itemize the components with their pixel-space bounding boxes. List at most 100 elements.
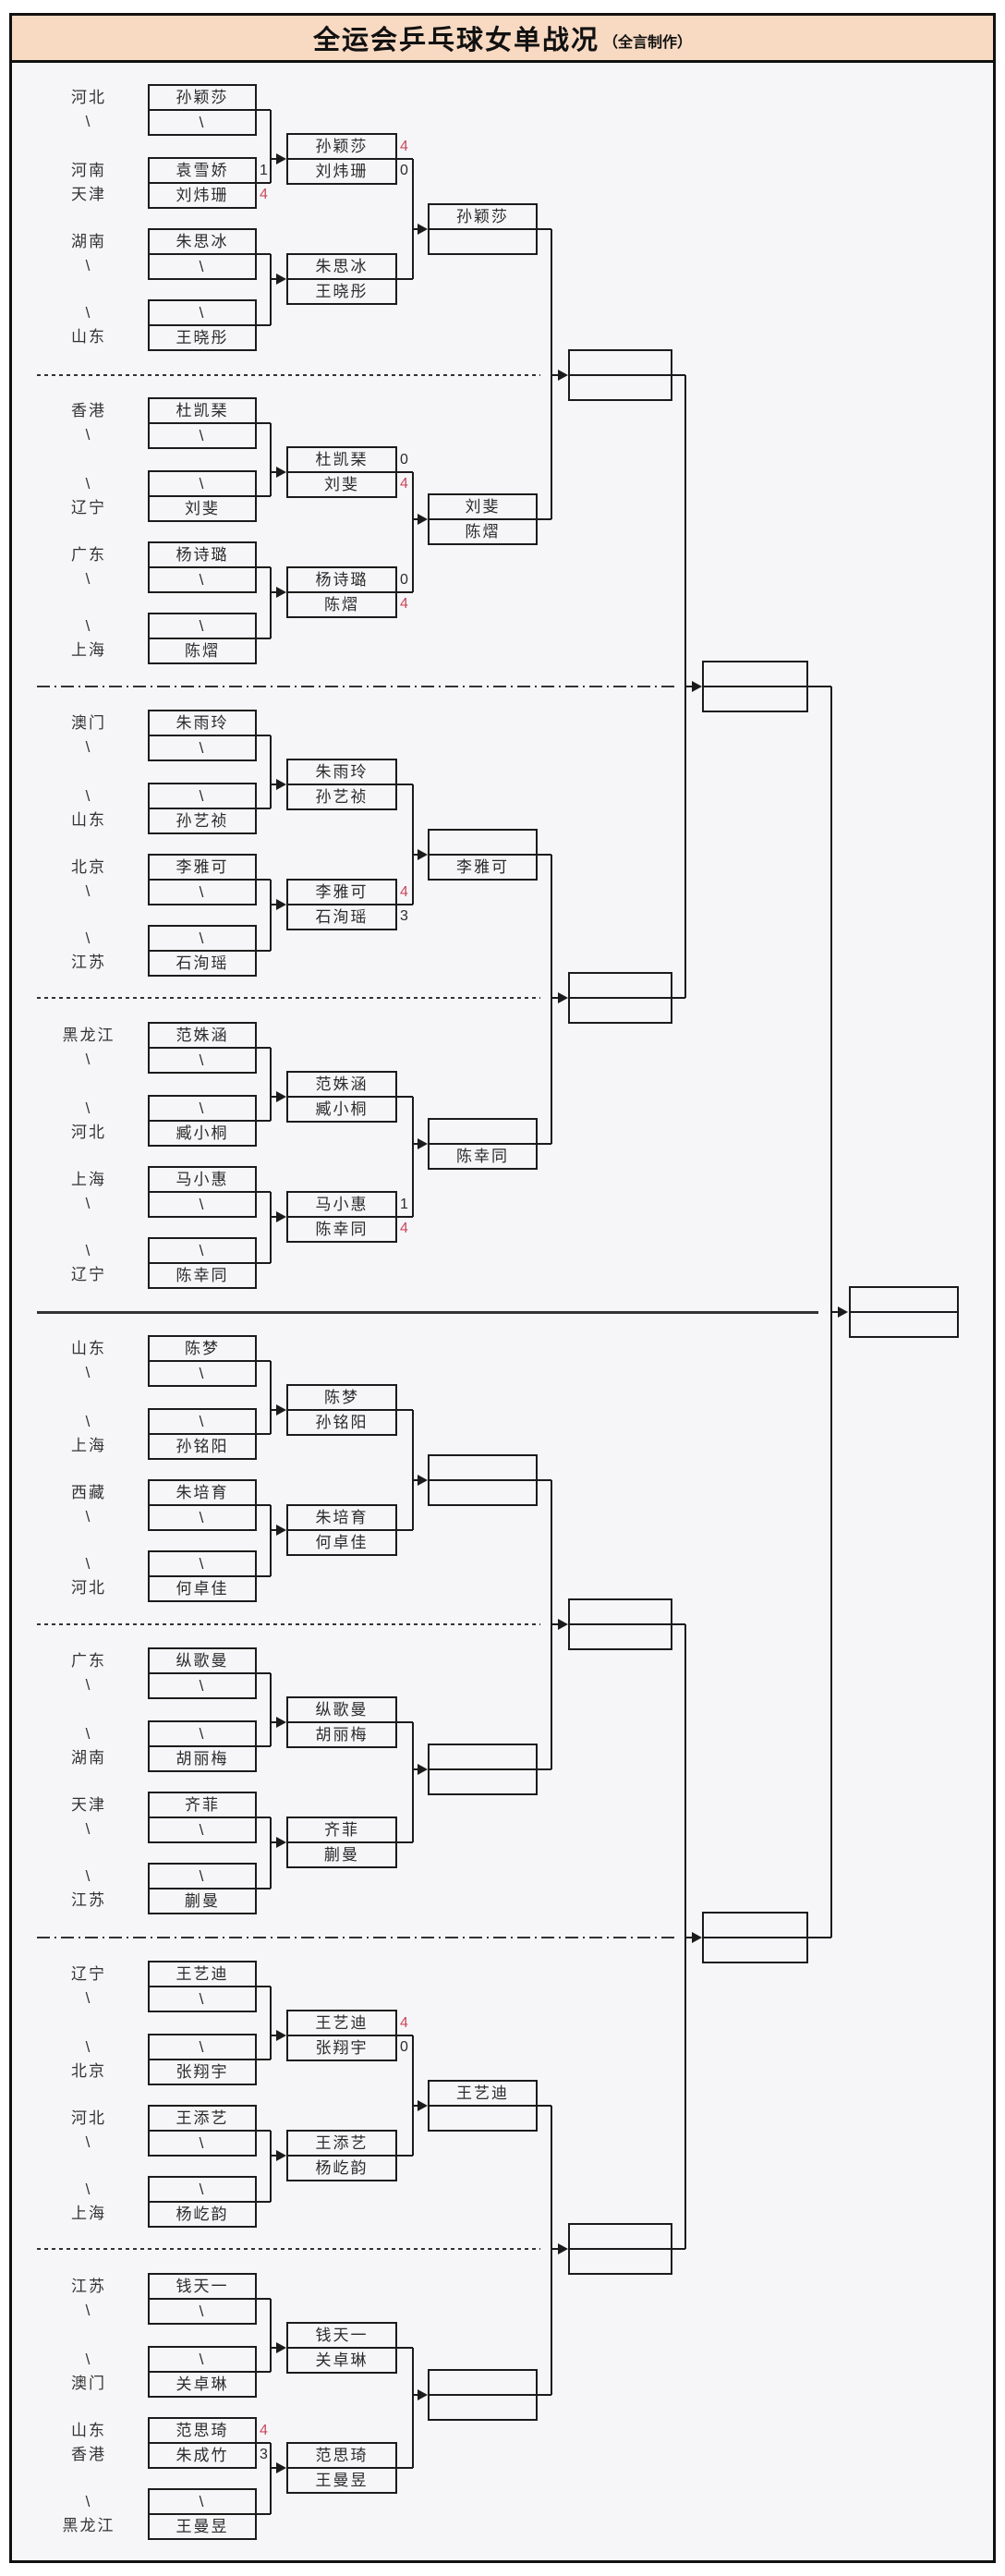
round1-match-box: \石洵瑶: [148, 925, 257, 977]
connector-line: [270, 2443, 272, 2514]
arrow-right-icon: [276, 1211, 286, 1222]
round1-match-box: 杜凯琹\: [148, 397, 257, 449]
bye-cell: \: [199, 571, 206, 589]
match-score: 3: [400, 908, 408, 924]
connector-line: [270, 567, 272, 638]
connector-line: [257, 324, 271, 326]
connector-line: [413, 2394, 418, 2396]
connector-line: [257, 1504, 271, 1506]
bye-label: \: [85, 1676, 92, 1694]
empty-cell: [570, 2225, 671, 2250]
empty-cell: [704, 1914, 806, 1938]
province-label: 河北: [71, 1124, 106, 1141]
connector-line: [413, 2105, 418, 2107]
player-cell: 关卓琳: [315, 2351, 369, 2369]
province-label: 湖南: [71, 233, 106, 250]
player-cell: 张翔宇: [315, 2039, 369, 2057]
connector-line: [257, 109, 271, 111]
arrow-right-icon: [418, 849, 428, 860]
bye-label: \: [85, 930, 92, 947]
separator-group-dotted: [37, 997, 540, 999]
player-cell: 胡丽梅: [315, 1726, 369, 1744]
player-cell: 朱思冰: [288, 255, 395, 280]
connector-line: [413, 228, 418, 230]
bye-cell: \: [150, 784, 255, 809]
round1-match-box: 朱培育\: [148, 1479, 257, 1531]
bye-label: \: [85, 257, 92, 274]
province-label: 河北: [71, 2109, 106, 2127]
arrow-right-icon: [418, 1138, 428, 1149]
bye-label: \: [85, 1242, 92, 1259]
player-cell: 李雅可: [456, 858, 509, 876]
match-score: 4: [400, 2015, 408, 2031]
connector-line: [257, 879, 271, 881]
player-cell: 马小惠: [288, 1193, 395, 1218]
bye-cell: \: [150, 1552, 255, 1577]
connector-line: [685, 686, 692, 687]
connector-line: [413, 518, 418, 520]
bye-label: \: [85, 113, 92, 130]
round1-match-box: 马小惠\: [148, 1166, 257, 1218]
player-cell: 王曼昱: [176, 2518, 229, 2535]
player-cell: 杨屹韵: [176, 2205, 229, 2223]
round1-match-box: \刘斐: [148, 470, 257, 522]
arrow-right-icon: [418, 1764, 428, 1775]
player-cell: 陈梦: [150, 1337, 255, 1362]
player-cell: 王艺迪: [430, 2082, 536, 2107]
connector-line: [412, 1097, 414, 1217]
bye-label: \: [85, 2302, 92, 2319]
match-score: 0: [400, 452, 408, 468]
connector-line: [270, 1673, 272, 1746]
connector-line: [808, 1937, 831, 1938]
province-label: 香港: [71, 402, 106, 419]
connector-line: [257, 1047, 271, 1049]
bye-label: \: [85, 1413, 92, 1430]
connector-line: [270, 110, 272, 183]
round1-match-box: \何卓佳: [148, 1550, 257, 1602]
separator-group-dotted: [37, 1623, 540, 1625]
arrow-right-icon: [276, 273, 286, 285]
bye-cell: \: [150, 2348, 255, 2373]
bye-cell: \: [150, 2490, 255, 2515]
arrow-right-icon: [692, 1932, 702, 1943]
empty-cell: [704, 687, 806, 711]
bye-cell: \: [150, 1722, 255, 1747]
connector-line: [397, 1409, 413, 1411]
connector-line: [412, 2035, 414, 2156]
player-cell: 张翔宇: [176, 2063, 229, 2081]
connector-line: [413, 854, 418, 856]
player-cell: 杜凯琹: [288, 448, 395, 473]
province-label: 辽宁: [71, 1965, 106, 1983]
player-cell: 朱思冰: [150, 230, 255, 255]
bye-label: \: [85, 1555, 92, 1573]
connector-line: [270, 254, 272, 325]
arrow-right-icon: [276, 1837, 286, 1848]
player-cell: 孙铭阳: [315, 1414, 369, 1431]
connector-line: [413, 1768, 418, 1770]
bye-label: \: [85, 1867, 92, 1885]
connector-line: [551, 1623, 558, 1625]
arrow-right-icon: [838, 1306, 848, 1318]
player-cell: 陈幸同: [456, 1148, 509, 1165]
separator-half-solid: [37, 1311, 818, 1314]
round1-match-box: 范姝涵\: [148, 1022, 257, 1074]
province-label: 河北: [71, 1579, 106, 1597]
empty-cell: [430, 831, 536, 856]
round1-match-box: 王艺迪\: [148, 1961, 257, 2012]
connector-line: [257, 1986, 271, 1987]
bye-cell: \: [150, 1865, 255, 1889]
bye-cell: \: [199, 258, 206, 275]
bye-cell: \: [199, 114, 206, 131]
connector-line: [538, 228, 551, 230]
round1-match-box: 王添艺\: [148, 2105, 257, 2157]
arrow-right-icon: [276, 467, 286, 478]
round2-match-box: 杨诗璐陈熠: [286, 566, 397, 618]
bye-label: \: [85, 2133, 92, 2151]
connector-line: [257, 950, 271, 952]
province-label: 广东: [71, 1652, 106, 1670]
empty-cell: [430, 1770, 536, 1793]
empty-cell: [704, 662, 806, 687]
round2-match-box: 陈梦孙铭阳: [286, 1384, 397, 1436]
empty-cell: [430, 2107, 536, 2130]
player-cell: 石洵瑶: [315, 908, 369, 926]
